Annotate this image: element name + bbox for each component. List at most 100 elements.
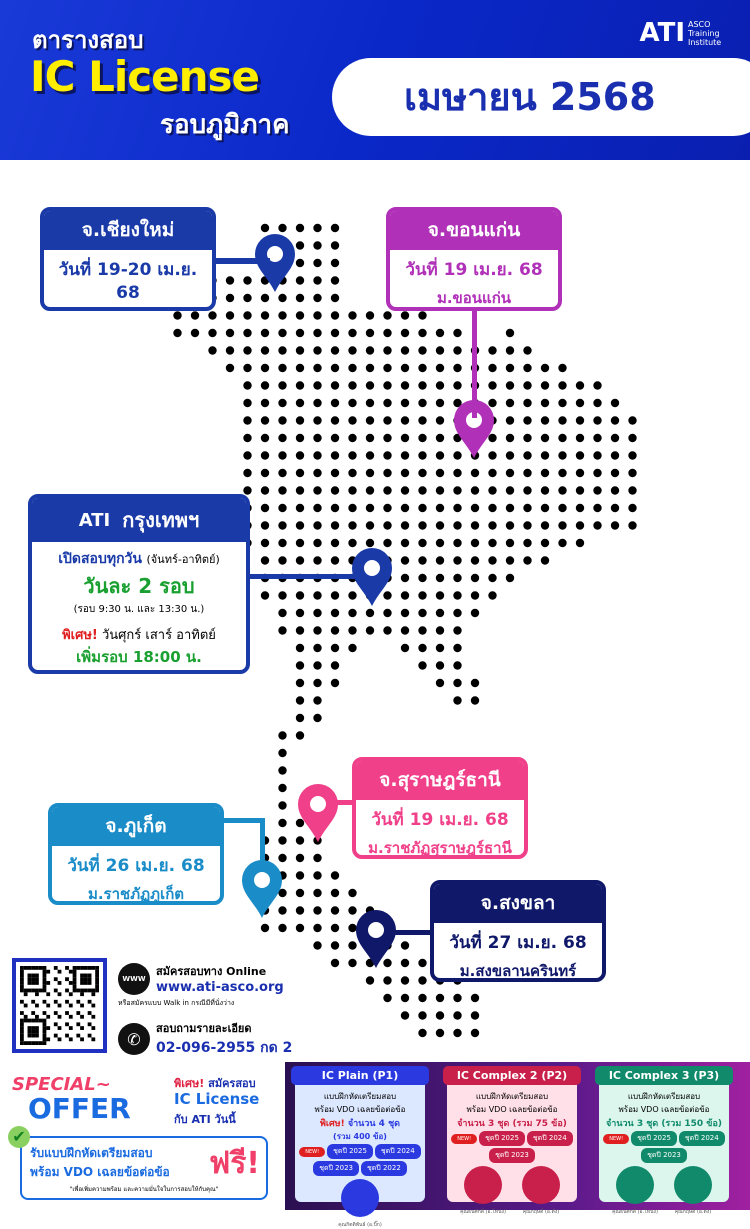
map-dot — [348, 958, 357, 968]
map-dot — [628, 451, 637, 460]
map-dot — [453, 451, 462, 460]
map-dot — [260, 311, 270, 320]
map-dot — [313, 276, 322, 285]
map-dot — [400, 556, 410, 565]
map-dot — [435, 608, 445, 618]
map-dot — [295, 398, 305, 408]
map-dot — [488, 398, 497, 408]
map-dot — [348, 626, 357, 635]
map-dot — [488, 573, 497, 583]
map-dot — [435, 381, 445, 390]
exam-venue: ม.ขอนแก่น — [436, 289, 512, 307]
map-dot — [435, 346, 445, 355]
map-dot — [540, 556, 550, 565]
map-dot — [523, 486, 532, 495]
map-dot — [383, 433, 392, 443]
map-dot — [383, 416, 392, 425]
map-dot — [295, 661, 305, 670]
map-dot — [313, 311, 322, 320]
map-dot — [243, 468, 252, 478]
map-dot — [313, 871, 322, 880]
map-dot — [488, 451, 497, 460]
map-dot — [418, 416, 427, 425]
map-dot — [558, 468, 567, 478]
map-dot — [295, 538, 305, 548]
map-dot — [575, 451, 585, 460]
map-dot — [488, 538, 497, 548]
map-dot — [278, 503, 287, 513]
map-dot — [278, 521, 287, 530]
map-dot — [313, 433, 322, 443]
map-dot — [260, 328, 270, 338]
map-dot — [208, 328, 217, 338]
map-dot — [400, 486, 410, 495]
map-dot — [330, 363, 340, 373]
map-dot — [260, 556, 270, 565]
website-link[interactable]: www.ati-asco.org — [156, 980, 284, 995]
map-dot — [383, 521, 392, 530]
map-dot — [313, 941, 322, 950]
map-dot — [453, 398, 462, 408]
map-dot — [278, 363, 287, 373]
map-dot — [505, 398, 515, 408]
map-dot — [313, 626, 322, 635]
location-pin-icon[interactable] — [356, 910, 396, 968]
map-dot — [313, 241, 322, 250]
map-dot — [278, 538, 287, 548]
qr-code[interactable] — [12, 958, 107, 1053]
map-dot — [348, 416, 357, 425]
map-dot — [295, 871, 305, 880]
map-dot — [418, 451, 427, 460]
map-dot — [243, 486, 252, 495]
map-dot — [418, 328, 427, 338]
location-pin-icon[interactable] — [242, 860, 282, 918]
map-dot — [400, 346, 410, 355]
map-dot — [295, 241, 305, 250]
map-dot — [470, 1028, 480, 1038]
map-dot — [453, 626, 462, 635]
location-pin-icon[interactable] — [255, 234, 295, 292]
map-dot — [295, 906, 305, 915]
map-dot — [225, 363, 235, 373]
map-dot — [558, 416, 567, 425]
map-dot — [278, 468, 287, 478]
map-dot — [505, 521, 515, 530]
map-dot — [330, 643, 340, 653]
location-pin-icon[interactable] — [352, 548, 392, 606]
map-dot — [330, 556, 340, 565]
map-dot — [400, 416, 410, 425]
map-dot — [523, 398, 532, 408]
map-dot — [295, 223, 305, 233]
location-pin-icon[interactable] — [454, 400, 494, 458]
province-name: จ.ภูเก็ต — [52, 807, 220, 846]
exam-venue: ม.ราชภัฏภูเก็ต — [87, 885, 185, 903]
exam-date: วันที่ 19 เม.ย. 68 — [405, 260, 543, 280]
map-dot — [243, 293, 252, 303]
map-dot — [278, 748, 287, 758]
map-dot — [260, 381, 270, 390]
map-dot — [313, 363, 322, 373]
map-dot — [418, 433, 427, 443]
map-dot — [453, 556, 462, 565]
map-dot — [435, 521, 445, 530]
map-dot — [418, 1028, 427, 1038]
map-dot — [330, 871, 340, 880]
map-dot — [435, 1011, 445, 1020]
map-dot — [330, 346, 340, 355]
map-dot — [470, 608, 480, 618]
map-dot — [330, 468, 340, 478]
map-dot — [295, 381, 305, 390]
check-icon: ✔ — [8, 1126, 30, 1148]
map-dot — [558, 521, 567, 530]
map-dot — [348, 451, 357, 460]
package-promo: IC Plain (P1) แบบฝึกหัดเตรียมสอบพร้อม VD… — [285, 1062, 750, 1228]
map-dot — [470, 591, 480, 600]
header-line3: รอบภูมิภาค — [160, 110, 290, 140]
map-dot — [295, 818, 305, 828]
map-dot — [523, 468, 532, 478]
phone-number[interactable]: 02-096-2955 กด 2 — [156, 1040, 293, 1056]
package-card: IC Complex 2 (P2) แบบฝึกหัดเตรียมสอบพร้อ… — [443, 1066, 581, 1215]
map-dot — [628, 416, 637, 425]
location-pin-icon[interactable] — [297, 783, 338, 842]
map-dot — [383, 346, 392, 355]
